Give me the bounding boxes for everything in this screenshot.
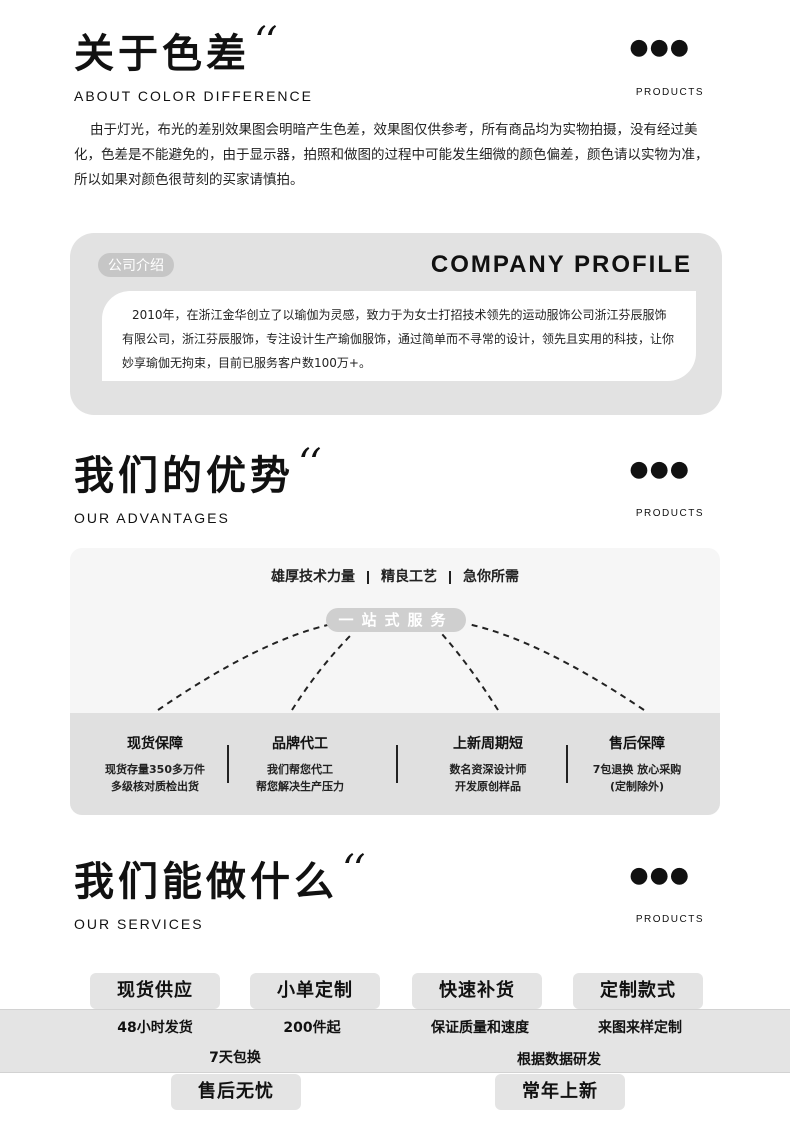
products-label: PRODUCTS: [635, 87, 704, 98]
service-desc: 保证质量和速度: [431, 1020, 529, 1036]
advantage-item: 品牌代工 我们帮您代工帮您解决生产压力: [230, 713, 370, 795]
advantages-title: 我们的优势‘‘: [74, 441, 321, 499]
profile-text-box: 2010年，在浙江金华创立了以瑜伽为灵感，致力于为女士打招技术领先的运动服饰公司…: [102, 291, 696, 381]
connector-arc: [467, 623, 645, 711]
more-dots-icon: ●●●: [629, 457, 690, 482]
separator: [367, 570, 369, 584]
divider: [396, 745, 398, 783]
service-pill: 常年上新: [495, 1074, 625, 1110]
divider: [566, 745, 568, 783]
advantages-subtitle: OUR ADVANTAGES: [74, 510, 230, 526]
service-pill: 快速补货: [412, 973, 542, 1009]
separator: [449, 570, 451, 584]
company-profile-card: 公司介绍 COMPANY PROFILE 2010年，在浙江金华创立了以瑜伽为灵…: [70, 233, 722, 415]
adv-top-item: 精良工艺: [381, 569, 437, 585]
advantage-title: 现货保障: [127, 736, 183, 752]
service-desc: 48小时发货: [117, 1020, 193, 1036]
service-desc: 根据数据研发: [517, 1052, 601, 1068]
advantages-columns: 现货保障 现货存量350多万件多级核对质检出货 品牌代工 我们帮您代工帮您解决生…: [70, 713, 720, 815]
connector-arc: [291, 633, 353, 711]
profile-badge: 公司介绍: [98, 253, 174, 277]
color-section-subtitle: ABOUT COLOR DIFFERENCE: [74, 88, 313, 104]
quote-mark: ‘‘: [254, 19, 277, 65]
advantage-title: 上新周期短: [453, 736, 523, 752]
advantages-card: 雄厚技术力量 精良工艺 急你所需 一站式服务 现货保障 现货存量350多万件多级核对…: [70, 548, 720, 815]
color-paragraph: 由于灯光，布光的差别效果图会明暗产生色差，效果图仅供参考，所有商品均为实物拍摄，…: [74, 122, 709, 188]
services-band: [0, 1009, 790, 1073]
advantages-header: 我们的优势‘‘ OUR ADVANTAGES ●●● PRODUCTS: [74, 441, 714, 526]
services-title: 我们能做什么‘‘: [74, 847, 365, 905]
service-desc: 7天包换: [209, 1050, 261, 1066]
service-pill: 现货供应: [90, 973, 220, 1009]
advantage-desc: 数名资深设计师开发原创样品: [449, 763, 527, 793]
profile-text: 2010年，在浙江金华创立了以瑜伽为灵感，致力于为女士打招技术领先的运动服饰公司…: [122, 308, 675, 370]
advantages-top-line: 雄厚技术力量 精良工艺 急你所需: [70, 566, 720, 586]
profile-title: COMPANY PROFILE: [430, 251, 692, 278]
service-desc: 200件起: [283, 1020, 341, 1036]
more-dots-icon: ●●●: [629, 863, 690, 888]
quote-mark: ‘‘: [298, 441, 321, 487]
quote-mark: ‘‘: [342, 847, 365, 893]
color-section-header: 关于色差‘‘ ABOUT COLOR DIFFERENCE ●●● PRODUC…: [74, 19, 714, 104]
products-label: PRODUCTS: [635, 914, 704, 925]
connector-arc: [157, 623, 333, 711]
advantage-item: 现货保障 现货存量350多万件多级核对质检出货: [85, 713, 225, 795]
adv-top-item: 急你所需: [463, 569, 519, 585]
connector-arc: [441, 633, 499, 711]
advantage-item: 上新周期短 数名资深设计师开发原创样品: [418, 713, 558, 795]
advantage-item: 售后保障 7包退换 放心采购(定制除外): [567, 713, 707, 795]
service-desc: 来图来样定制: [598, 1020, 682, 1036]
advantage-desc: 现货存量350多万件多级核对质检出货: [105, 763, 205, 793]
advantage-title: 品牌代工: [272, 736, 328, 752]
advantage-desc: 7包退换 放心采购(定制除外): [592, 763, 682, 793]
advantage-desc: 我们帮您代工帮您解决生产压力: [256, 763, 344, 793]
services-header: 我们能做什么‘‘ OUR SERVICES ●●● PRODUCTS: [74, 847, 714, 932]
advantage-title: 售后保障: [609, 736, 665, 752]
adv-top-item: 雄厚技术力量: [271, 569, 355, 585]
one-stop-badge: 一站式服务: [326, 608, 466, 632]
color-section-title: 关于色差‘‘: [74, 19, 277, 77]
service-pill: 定制款式: [573, 973, 703, 1009]
service-pill: 小单定制: [250, 973, 380, 1009]
service-pill: 售后无忧: [171, 1074, 301, 1110]
divider: [227, 745, 229, 783]
connector-arcs: [157, 623, 645, 711]
services-subtitle: OUR SERVICES: [74, 916, 204, 932]
products-label: PRODUCTS: [635, 508, 704, 519]
more-dots-icon: ●●●: [629, 35, 690, 60]
